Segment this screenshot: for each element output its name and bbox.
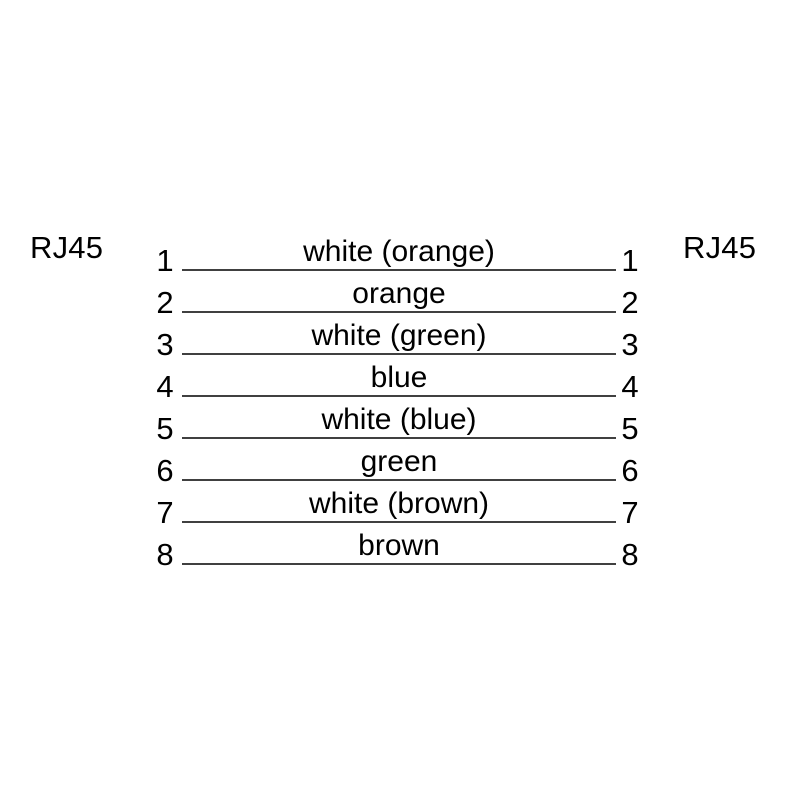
wire-line — [182, 395, 616, 397]
left-connector-label: RJ45 — [30, 230, 104, 265]
right-pin-number: 4 — [621, 369, 639, 404]
wire-color-label: green — [360, 445, 438, 478]
right-pin-number: 3 — [621, 327, 639, 362]
left-pin-number: 1 — [156, 243, 174, 278]
left-pin-number: 2 — [156, 285, 174, 320]
right-pin-number: 2 — [621, 285, 639, 320]
right-connector-label: RJ45 — [683, 230, 757, 265]
right-pin-number: 5 — [621, 411, 639, 446]
wire-color-label: white (orange) — [303, 235, 495, 268]
wire-line — [182, 353, 616, 355]
right-pin-number: 7 — [621, 495, 639, 530]
wire-line — [182, 563, 616, 565]
left-pin-number: 7 — [156, 495, 174, 530]
left-pin-number: 5 — [156, 411, 174, 446]
wire-color-label: brown — [358, 529, 440, 562]
wire-color-label: white (green) — [311, 319, 487, 352]
wire-color-label: blue — [370, 361, 428, 394]
wire-color-label: white (blue) — [321, 403, 477, 436]
left-pin-number: 4 — [156, 369, 174, 404]
wire-line — [182, 269, 616, 271]
left-pin-number: 6 — [156, 453, 174, 488]
wire-line — [182, 311, 616, 313]
right-pin-number: 1 — [621, 243, 639, 278]
wire-line — [182, 521, 616, 523]
left-pin-number: 8 — [156, 537, 174, 572]
left-pin-number: 3 — [156, 327, 174, 362]
wire-line — [182, 479, 616, 481]
wire-color-label: orange — [352, 277, 446, 310]
right-pin-number: 6 — [621, 453, 639, 488]
wire-line — [182, 437, 616, 439]
right-pin-number: 8 — [621, 537, 639, 572]
wire-color-label: white (brown) — [308, 487, 490, 520]
